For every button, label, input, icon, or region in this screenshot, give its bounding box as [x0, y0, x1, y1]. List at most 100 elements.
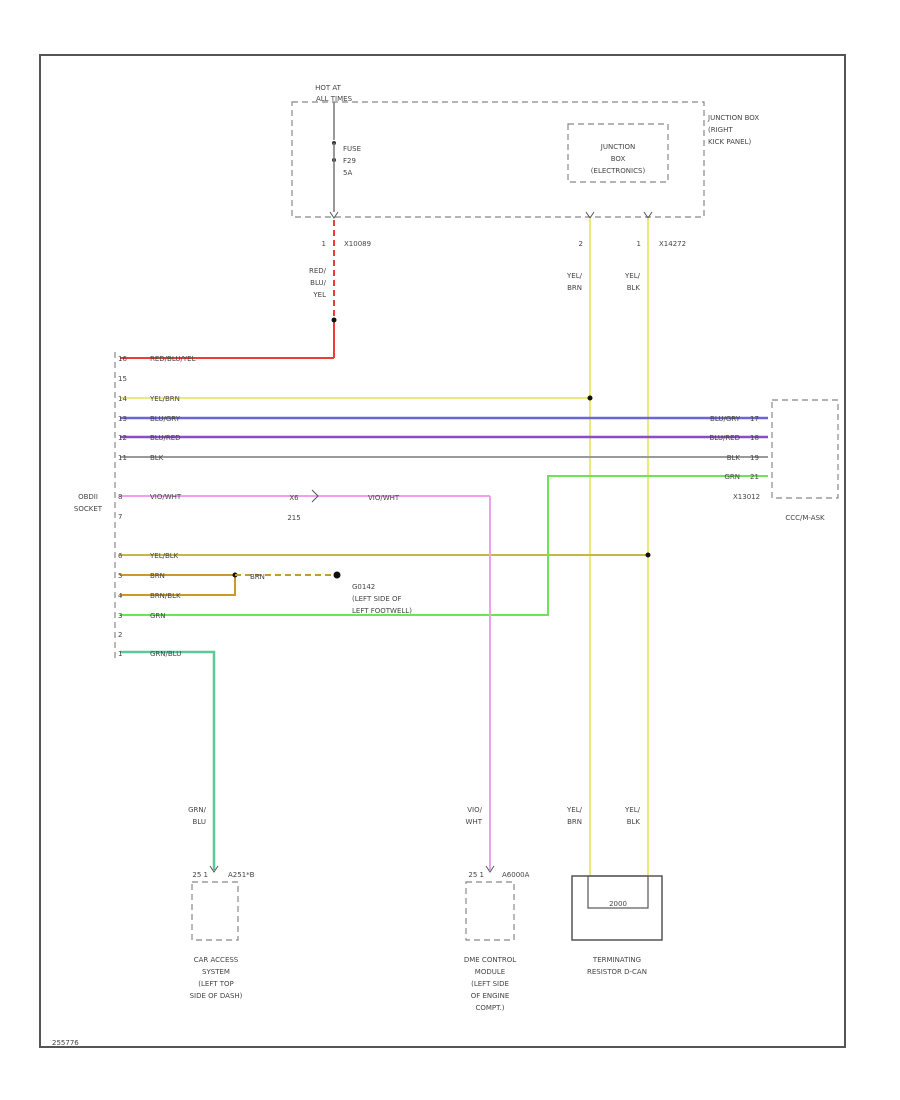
fuse-label-2: F29 — [343, 157, 356, 165]
bottom-label-grnblu-2: BLU — [193, 818, 206, 826]
bottom-label-viowht-2: WHT — [466, 818, 483, 826]
pin-label-2: 2 — [579, 240, 583, 248]
ccc-pin-19: 19 — [750, 454, 759, 462]
obd-pin-3: 3 — [118, 612, 122, 620]
cas-label-2: SYSTEM — [202, 968, 230, 976]
obd-socket-label-2: SOCKET — [74, 505, 103, 513]
wire-label-yelblk-top-1: YEL/ — [624, 272, 641, 280]
cas-pin: 25 1 — [192, 871, 208, 879]
obd-wire-1: GRN/BLU — [150, 650, 181, 658]
bottom-label-yelbrn-2: BRN — [567, 818, 582, 826]
wire-label-red-3: YEL — [312, 291, 326, 299]
obd-pin-5: 5 — [118, 572, 122, 580]
connector-x13012-label: X13012 — [733, 493, 760, 501]
wire-label-viowht-right: VIO/WHT — [368, 494, 400, 502]
dme-label-3: (LEFT SIDE — [471, 980, 509, 988]
obd-pin-13: 13 — [118, 415, 127, 423]
fuse-label-1: FUSE — [343, 145, 361, 153]
diagram-frame — [39, 54, 846, 1048]
junction-box-label-3: KICK PANEL) — [708, 138, 751, 146]
connector-fuse-mark — [329, 211, 339, 219]
terminating-resistor-inner — [587, 875, 649, 909]
obd-pin-12: 12 — [118, 434, 127, 442]
bottom-label-yelbrn-1: YEL/ — [566, 806, 583, 814]
jb-electronics-label-3: (ELECTRONICS) — [591, 167, 646, 175]
dme-connector-mark — [485, 865, 495, 873]
dme-label-4: OF ENGINE — [471, 992, 510, 1000]
footer-code: 255776 — [52, 1039, 79, 1047]
dme-connector-label: A6000A — [502, 871, 530, 879]
wire-label-yelbrn-top-1: YEL/ — [566, 272, 583, 280]
bottom-label-viowht-1: VIO/ — [467, 806, 482, 814]
obd-wire-14: YEL/BRN — [149, 395, 180, 403]
cas-connector-label: A251*B — [228, 871, 255, 879]
ccc-label: CCC/M-ASK — [785, 514, 825, 522]
ccc-module-outline — [771, 399, 839, 499]
splice-red — [331, 317, 337, 323]
obd-pin-14: 14 — [118, 395, 127, 403]
obd-pin-8: 8 — [118, 493, 122, 501]
wire-label-red-1: RED/ — [309, 267, 327, 275]
wire-label-yelblk-top-2: BLK — [627, 284, 641, 292]
bottom-label-grnblu-1: GRN/ — [188, 806, 207, 814]
cas-label-3: (LEFT TOP — [198, 980, 233, 988]
wire-label-yelbrn-top-2: BRN — [567, 284, 582, 292]
obd-wire-3: GRN — [150, 612, 166, 620]
ccc-pin-17: 17 — [750, 415, 759, 423]
obd-wire-12: BLU/RED — [150, 434, 181, 442]
obd-pin-6: 6 — [118, 552, 123, 560]
junction-box-outline — [291, 101, 705, 218]
junction-box-label-1: JUNCTION BOX — [707, 114, 759, 122]
x6-label-2: 215 — [287, 514, 300, 522]
splice-yelblk — [645, 552, 651, 558]
dme-pin: 25 1 — [468, 871, 484, 879]
dme-label-2: MODULE — [475, 968, 505, 976]
obd-pin-1: 1 — [118, 650, 122, 658]
ground-point — [333, 571, 341, 579]
dme-label-1: DME CONTROL — [464, 956, 516, 964]
connector-x10089-label: X10089 — [344, 240, 371, 248]
ccc-pin-rows: BLU/GRY 17 BLU/RED 18 BLK 19 GRN 21 — [709, 415, 758, 481]
wire-label-red-2: BLU/ — [310, 279, 326, 287]
obd-wire-6: YEL/BLK — [149, 552, 179, 560]
jb-electronics-label-2: BOX — [611, 155, 626, 163]
dme-label-5: COMPT.) — [475, 1004, 504, 1012]
obd-wire-4: BRN/BLK — [150, 592, 181, 600]
wire-grn — [120, 475, 768, 616]
wire-brnblk — [120, 575, 236, 596]
obd-pin-7: 7 — [118, 513, 122, 521]
obd-wire-13: BLU/GRY — [150, 415, 181, 423]
resistor-label-2: RESISTOR D-CAN — [587, 968, 647, 976]
obd-wire-11: BLK — [150, 454, 164, 462]
obd-pin-15: 15 — [118, 375, 127, 383]
ccc-wire-18: BLU/RED — [709, 434, 740, 442]
obd-wire-5: BRN — [150, 572, 165, 580]
connector-x14272-label: X14272 — [659, 240, 686, 248]
cas-connector-mark — [209, 865, 219, 873]
x6-connector-mark — [311, 489, 319, 503]
obd-pin-rows: 16 RED/BLU/YEL 15 14 YEL/BRN 13 BLU/GRY … — [118, 355, 196, 658]
resistor-value: 2000 — [609, 900, 627, 908]
dme-module-outline — [465, 881, 515, 941]
obd-pin-4: 4 — [118, 592, 123, 600]
obd-pin-16: 16 — [118, 355, 127, 363]
ccc-wire-19: BLK — [727, 454, 741, 462]
junction-box-electronics-outline — [567, 123, 669, 183]
bottom-label-yelblk-2: BLK — [627, 818, 641, 826]
ccc-pin-18: 18 — [750, 434, 759, 442]
obd-pin-11: 11 — [118, 454, 127, 462]
junction-box-label-2: (RIGHT — [708, 126, 733, 134]
hot-label-2: ALL TIMES — [316, 95, 353, 103]
ground-label-3: LEFT FOOTWELL) — [352, 607, 412, 615]
wire-grnblu — [120, 650, 216, 870]
cas-label-1: CAR ACCESS — [194, 956, 239, 964]
fuse-label-3: 5A — [343, 169, 352, 177]
obd-wire-16: RED/BLU/YEL — [150, 355, 196, 363]
obd-pin-2: 2 — [118, 631, 122, 639]
ground-label-2: (LEFT SIDE OF — [352, 595, 402, 603]
ground-label-1: G0142 — [352, 583, 375, 591]
obd-socket-label-1: OBDII — [78, 493, 98, 501]
jb-electronics-label-1: JUNCTION — [600, 143, 635, 151]
cas-label-4: SIDE OF DASH) — [190, 992, 243, 1000]
